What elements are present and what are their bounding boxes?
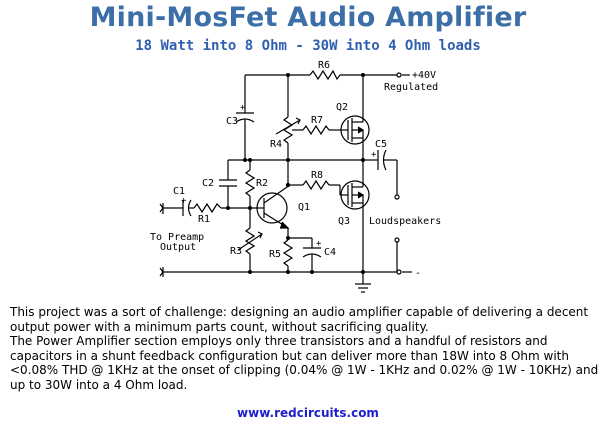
- page-subtitle: 18 Watt into 8 Ohm - 30W into 4 Ohm load…: [135, 38, 481, 54]
- circuit-schematic: + + + + R6 +40V Regulated C3 Q2 R7 R4 C5…: [150, 60, 441, 293]
- svg-text:+: +: [371, 150, 377, 160]
- svg-text:+: +: [316, 239, 322, 249]
- website-link[interactable]: www.redcircuits.com: [237, 406, 379, 420]
- label-r5: R5: [269, 249, 281, 260]
- label-q1: Q1: [298, 202, 310, 213]
- label-r1: R1: [198, 214, 210, 225]
- label-preamp-1: To Preamp: [150, 232, 204, 243]
- label-c2: C2: [202, 178, 214, 189]
- label-r4: R4: [270, 139, 282, 150]
- page-title: Mini-MosFet Audio Amplifier: [89, 2, 527, 33]
- label-c1: C1: [173, 186, 185, 197]
- label-c3: C3: [226, 116, 238, 127]
- label-r6: R6: [318, 60, 330, 71]
- label-q2: Q2: [336, 102, 348, 113]
- label-preamp-2: Output: [160, 242, 196, 253]
- svg-text:+: +: [181, 196, 187, 206]
- label-r8: R8: [311, 170, 323, 181]
- r1-resistor: [193, 202, 222, 214]
- r7-resistor: [302, 124, 330, 136]
- label-r7: R7: [311, 115, 323, 126]
- svg-text:+: +: [240, 103, 246, 113]
- label-r3: R3: [230, 246, 242, 257]
- r3-resistor: [244, 227, 256, 255]
- label-r2: R2: [256, 178, 268, 189]
- label-minus: -: [415, 268, 421, 279]
- r4-resistor: [282, 116, 294, 144]
- label-q3: Q3: [338, 216, 350, 227]
- description: This project was a sort of challenge: de…: [10, 305, 610, 393]
- description-paragraph-2: The Power Amplifier section employs only…: [10, 334, 599, 392]
- label-c5: C5: [375, 139, 387, 150]
- label-c4: C4: [324, 247, 336, 258]
- r2-resistor: [244, 169, 256, 197]
- label-loudspeakers: Loudspeakers: [369, 216, 441, 227]
- r8-resistor: [302, 179, 330, 191]
- r6-resistor: [309, 69, 341, 81]
- label-regulated: Regulated: [384, 82, 438, 93]
- label-supply: +40V: [412, 70, 436, 81]
- description-paragraph-1: This project was a sort of challenge: de…: [10, 305, 589, 334]
- r5-resistor: [282, 239, 294, 267]
